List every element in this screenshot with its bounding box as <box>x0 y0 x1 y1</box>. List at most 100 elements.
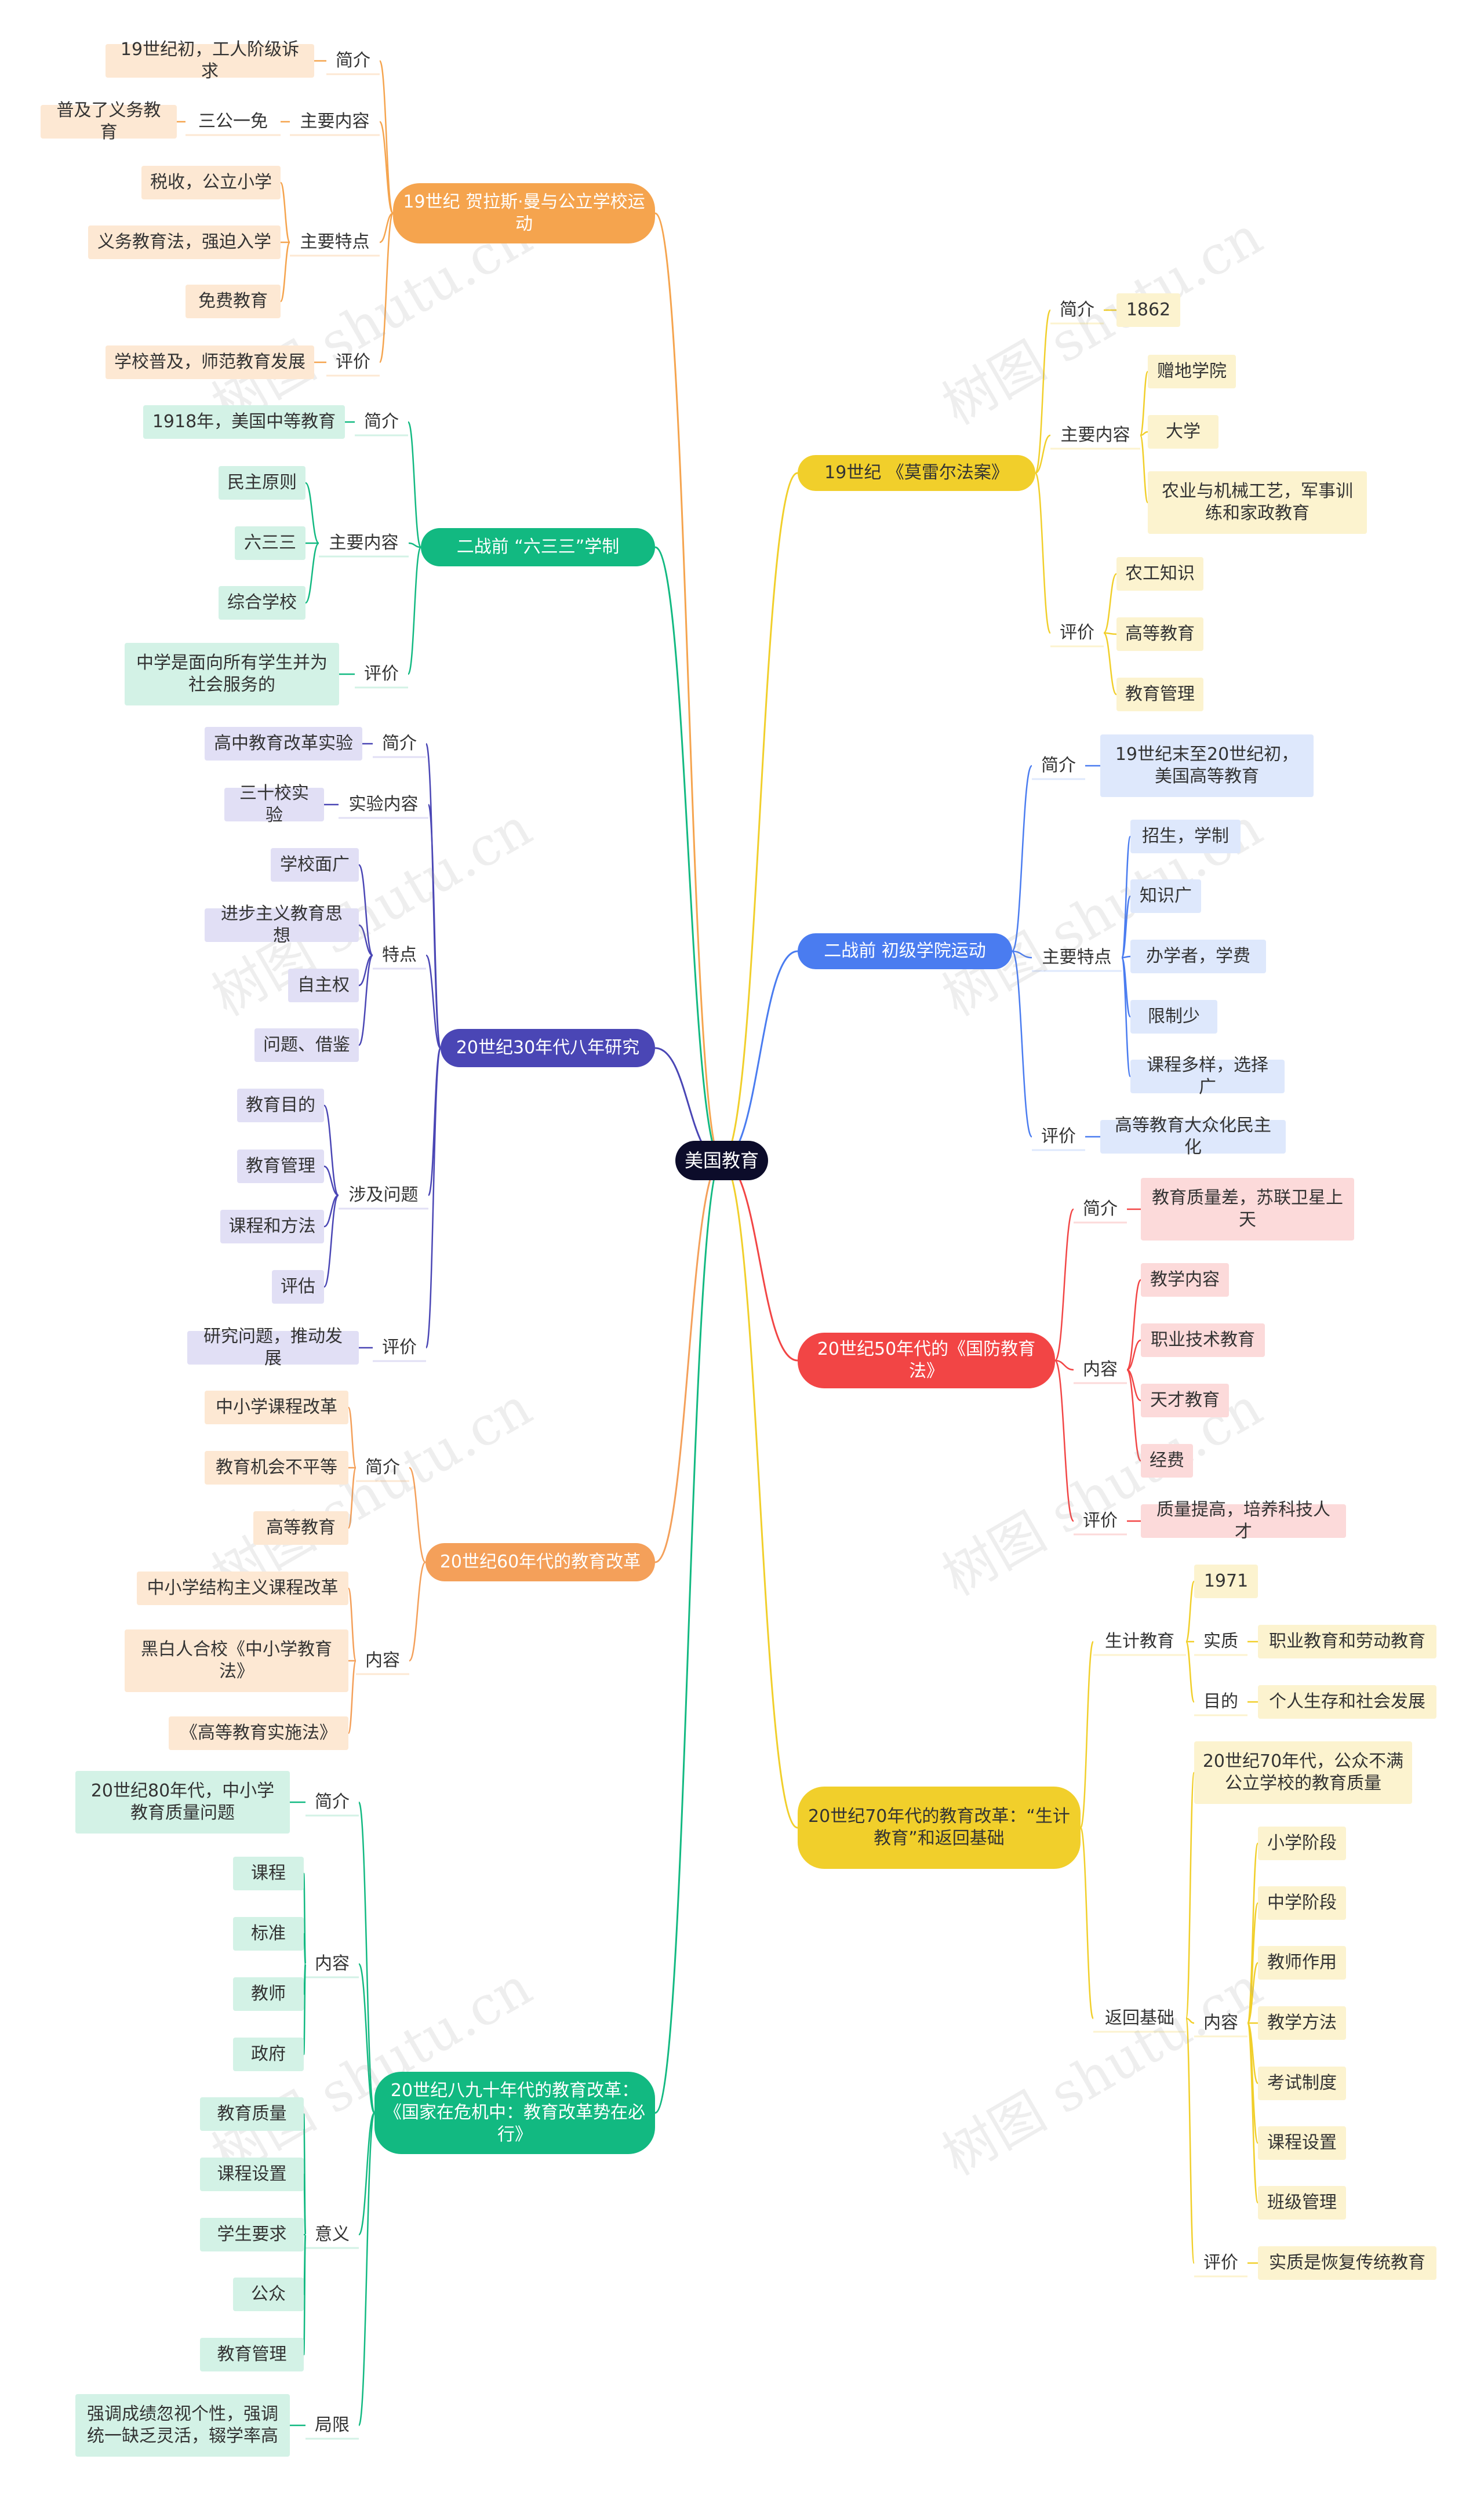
leaf-node[interactable]: 质量提高，培养科技人才 <box>1141 1500 1346 1542</box>
leaf-node[interactable]: 教育管理 <box>237 1149 324 1183</box>
branch-node[interactable]: 19世纪 贺拉斯·曼与公立学校运动 <box>393 183 655 243</box>
leaf-node[interactable]: 课程和方法 <box>220 1210 324 1243</box>
leaf-node[interactable]: 办学者，学费 <box>1130 940 1266 973</box>
leaf-node[interactable]: 普及了义务教育 <box>41 100 177 143</box>
category-label[interactable]: 评价 <box>1041 1126 1076 1147</box>
leaf-node[interactable]: 免费教育 <box>186 285 281 318</box>
leaf-node[interactable]: 教师作用 <box>1258 1946 1346 1980</box>
leaf-node[interactable]: 教育管理 <box>200 2338 304 2371</box>
category-label[interactable]: 简介 <box>315 1792 350 1812</box>
leaf-node[interactable]: 20世纪80年代，中小学教育质量问题 <box>75 1771 290 1834</box>
leaf-node[interactable]: 19世纪初，工人阶级诉求 <box>106 39 314 82</box>
leaf-node[interactable]: 三十校实验 <box>224 783 324 825</box>
leaf-node[interactable]: 六三三 <box>235 526 305 560</box>
branch-node[interactable]: 20世纪70年代的教育改革：“生计教育”和返回基础 <box>798 1787 1081 1869</box>
leaf-node[interactable]: 中小学课程改革 <box>205 1391 348 1424</box>
category-label[interactable]: 主要特点 <box>1042 947 1112 967</box>
leaf-node[interactable]: 问题、借鉴 <box>254 1028 359 1062</box>
category-label[interactable]: 简介 <box>1041 755 1076 776</box>
leaf-node[interactable]: 义务教育法，强迫入学 <box>88 225 281 259</box>
leaf-node[interactable]: 课程设置 <box>200 2158 304 2191</box>
leaf-node[interactable]: 教育质量 <box>200 2097 304 2131</box>
category-label[interactable]: 内容 <box>1203 2013 1238 2033</box>
category-label[interactable]: 目的 <box>1203 1691 1238 1712</box>
category-label[interactable]: 主要特点 <box>300 232 370 252</box>
leaf-node[interactable]: 20世纪70年代，公众不满公立学校的教育质量 <box>1194 1741 1412 1804</box>
category-label[interactable]: 简介 <box>1083 1199 1118 1219</box>
leaf-node[interactable]: 进步主义教育思想 <box>205 904 359 946</box>
leaf-node[interactable]: 教学方法 <box>1258 2006 1346 2040</box>
leaf-node[interactable]: 职业教育和劳动教育 <box>1258 1625 1436 1658</box>
category-label[interactable]: 意义 <box>315 2224 350 2245</box>
leaf-node[interactable]: 高等教育 <box>253 1511 348 1545</box>
leaf-node[interactable]: 高中教育改革实验 <box>205 727 362 761</box>
leaf-node[interactable]: 政府 <box>233 2038 304 2071</box>
leaf-node[interactable]: 班级管理 <box>1258 2186 1346 2220</box>
branch-node[interactable]: 20世纪八九十年代的教育改革：《国家在危机中：教育改革势在必行》 <box>374 2072 655 2154</box>
leaf-node[interactable]: 中学阶段 <box>1258 1886 1346 1920</box>
category-label[interactable]: 简介 <box>336 50 370 71</box>
leaf-node[interactable]: 《高等教育实施法》 <box>169 1716 348 1750</box>
branch-node[interactable]: 20世纪50年代的《国防教育法》 <box>798 1333 1055 1388</box>
leaf-node[interactable]: 课程 <box>233 1857 304 1890</box>
category-label[interactable]: 主要内容 <box>1060 425 1130 445</box>
leaf-node[interactable]: 教育机会不平等 <box>205 1451 348 1485</box>
category-label[interactable]: 评价 <box>336 352 370 372</box>
category-label[interactable]: 局限 <box>315 2415 350 2435</box>
category-label[interactable]: 实验内容 <box>348 794 419 814</box>
category-label[interactable]: 返回基础 <box>1105 2008 1174 2028</box>
leaf-node[interactable]: 研究问题，推动发展 <box>187 1326 359 1369</box>
leaf-node[interactable]: 知识广 <box>1130 879 1201 913</box>
leaf-node[interactable]: 天才教育 <box>1141 1384 1229 1417</box>
category-label[interactable]: 内容 <box>1083 1359 1118 1380</box>
category-label[interactable]: 主要内容 <box>300 111 370 132</box>
leaf-node[interactable]: 教育质量差，苏联卫星上天 <box>1141 1178 1354 1241</box>
leaf-node[interactable]: 招生，学制 <box>1130 820 1241 853</box>
leaf-node[interactable]: 教师 <box>233 1977 304 2011</box>
leaf-node[interactable]: 个人生存和社会发展 <box>1258 1685 1436 1719</box>
leaf-node[interactable]: 19世纪末至20世纪初，美国高等教育 <box>1100 734 1314 797</box>
category-label[interactable]: 评价 <box>1083 1511 1118 1531</box>
branch-node[interactable]: 二战前 “六三三”学制 <box>421 528 655 566</box>
leaf-node[interactable]: 中小学结构主义课程改革 <box>137 1572 348 1605</box>
category-label[interactable]: 评价 <box>1203 2253 1238 2273</box>
category-label[interactable]: 内容 <box>365 1650 400 1671</box>
leaf-node[interactable]: 1971 <box>1194 1565 1258 1598</box>
leaf-node[interactable]: 职业技术教育 <box>1141 1323 1265 1357</box>
category-label[interactable]: 评价 <box>382 1337 417 1358</box>
branch-node[interactable]: 二战前 初级学院运动 <box>798 933 1012 969</box>
leaf-node[interactable]: 实质是恢复传统教育 <box>1258 2246 1436 2280</box>
leaf-node[interactable]: 大学 <box>1148 415 1219 449</box>
leaf-node[interactable]: 1862 <box>1116 293 1180 327</box>
category-label[interactable]: 实质 <box>1203 1631 1238 1651</box>
branch-node[interactable]: 20世纪30年代八年研究 <box>441 1029 655 1067</box>
leaf-node[interactable]: 1918年，美国中等教育 <box>143 405 345 439</box>
leaf-node[interactable]: 学校面广 <box>271 848 359 882</box>
root-node[interactable]: 美国教育 <box>675 1141 768 1180</box>
category-label[interactable]: 评价 <box>1060 623 1094 643</box>
leaf-node[interactable]: 经费 <box>1141 1444 1193 1478</box>
branch-node[interactable]: 19世纪 《莫雷尔法案》 <box>798 455 1035 491</box>
category-label[interactable]: 特点 <box>382 945 417 965</box>
leaf-node[interactable]: 赠地学院 <box>1148 355 1236 388</box>
category-label[interactable]: 生计教育 <box>1105 1631 1174 1651</box>
category-label[interactable]: 三公一免 <box>198 111 268 132</box>
leaf-node[interactable]: 农工知识 <box>1116 557 1203 591</box>
leaf-node[interactable]: 高等教育 <box>1116 617 1203 651</box>
category-label[interactable]: 简介 <box>365 1457 400 1478</box>
branch-node[interactable]: 20世纪60年代的教育改革 <box>425 1543 655 1581</box>
category-label[interactable]: 内容 <box>315 1954 350 1974</box>
leaf-node[interactable]: 民主原则 <box>219 466 305 500</box>
leaf-node[interactable]: 限制少 <box>1130 1000 1217 1034</box>
category-label[interactable]: 主要内容 <box>329 533 399 553</box>
leaf-node[interactable]: 课程多样，选择广 <box>1130 1055 1285 1097</box>
category-label[interactable]: 简介 <box>1060 300 1094 320</box>
leaf-node[interactable]: 评估 <box>272 1270 324 1304</box>
category-label[interactable]: 评价 <box>364 664 399 684</box>
category-label[interactable]: 简介 <box>364 412 399 432</box>
leaf-node[interactable]: 高等教育大众化民主化 <box>1100 1115 1286 1158</box>
leaf-node[interactable]: 自主权 <box>288 969 359 1002</box>
leaf-node[interactable]: 考试制度 <box>1258 2067 1346 2100</box>
leaf-node[interactable]: 标准 <box>233 1917 304 1951</box>
leaf-node[interactable]: 公众 <box>233 2278 304 2311</box>
